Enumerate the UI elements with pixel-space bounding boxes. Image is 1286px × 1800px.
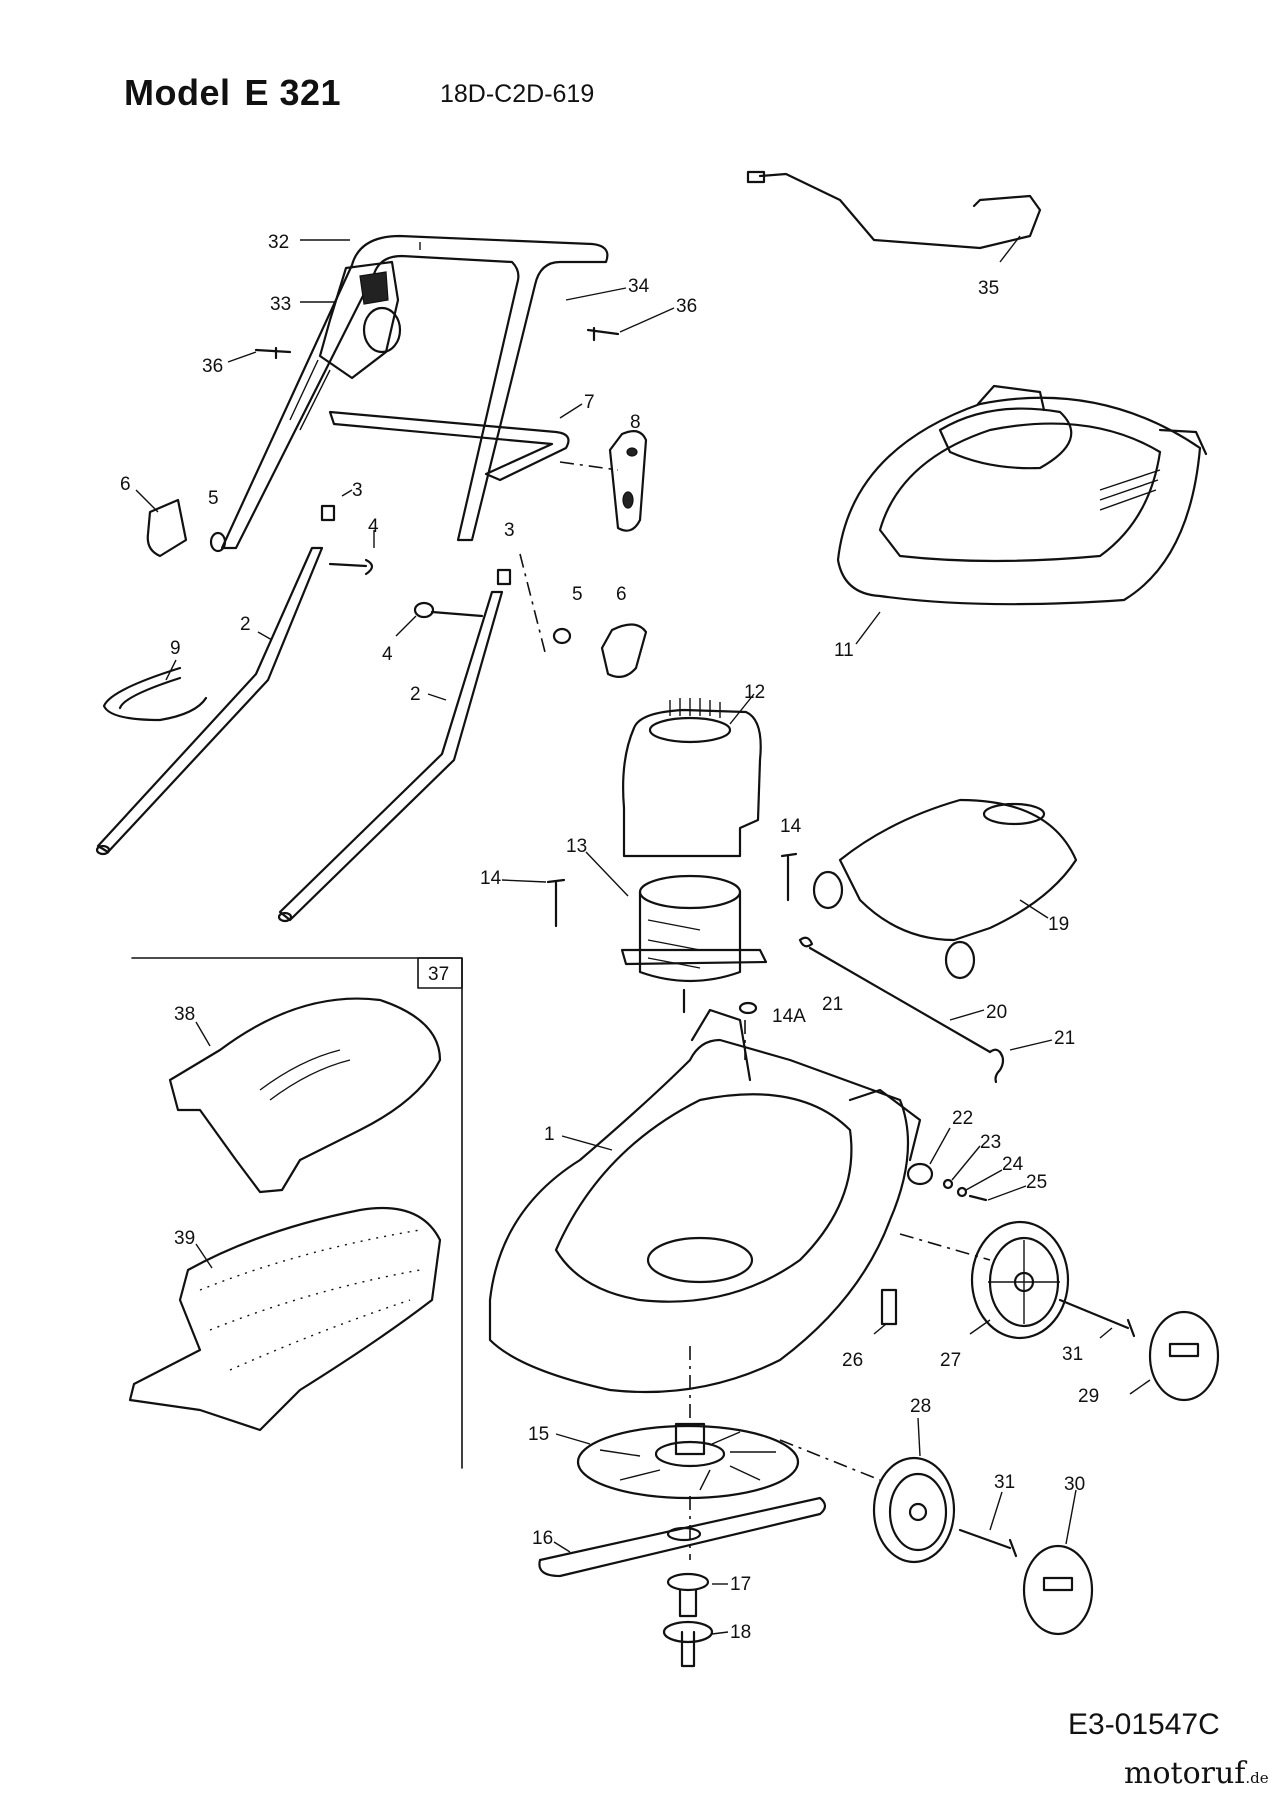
cable-35 [746,170,1042,250]
rear-wheel-27 [970,1220,1070,1340]
callout-6-left: 6 [120,474,131,495]
callout-35: 35 [978,278,999,299]
rear-flap-19 [812,798,1078,980]
rear-axle-20 [798,936,1005,1084]
callout-22: 22 [952,1108,973,1129]
callout-33: 33 [270,294,291,315]
callout-28: 28 [910,1396,931,1417]
mower-deck-1 [488,1008,922,1394]
callout-9: 9 [170,638,181,659]
brand-logo[interactable]: motoruf.de [1124,1756,1269,1791]
callout-12: 12 [744,682,765,703]
catcher-bag-39 [128,1206,442,1432]
callout-37: 37 [428,964,449,985]
assembly-center-lines [519,461,991,1560]
callout-13: 13 [566,836,587,857]
callout-16: 16 [532,1528,553,1549]
fasteners-22-26 [880,1162,988,1326]
callout-1: 1 [544,1124,555,1145]
callout-19: 19 [1048,914,1069,935]
callout-38: 38 [174,1004,195,1025]
upper-handle-32 [220,234,609,550]
callout-2-lower: 2 [410,684,421,705]
axle-bolts-31 [958,1298,1136,1558]
blade-16 [538,1496,827,1578]
diagram-id: E3-01547C [1068,1708,1220,1741]
brand-name: motoruf [1124,1756,1246,1791]
callout-5-left: 5 [208,488,219,509]
callout-3-left: 3 [352,480,363,501]
callout-36-left: 36 [202,356,223,377]
callout-34: 34 [628,276,650,297]
catcher-top-38 [168,997,442,1194]
callout-labels: 32 33 34 36 36 35 7 8 6 5 3 4 3 5 6 4 [120,232,1151,1643]
callout-39: 39 [174,1228,195,1249]
motor-cover-12 [622,698,762,858]
callout-14-left: 14 [480,868,502,889]
callout-30: 30 [1064,1474,1085,1495]
lower-handle-right-2 [277,590,504,923]
callout-5-right: 5 [572,584,583,605]
hubcap-30 [1022,1544,1094,1636]
callout-21-upper: 21 [822,994,843,1015]
model-title: Model E 321 [124,72,341,114]
cord-hook-8 [608,429,648,532]
fan-15 [576,1422,800,1500]
model-word: Model [124,72,231,113]
switch-box-33 [289,260,402,431]
front-wheel-28 [872,1456,956,1564]
callout-31-lower: 31 [994,1472,1015,1493]
callout-26: 26 [842,1350,863,1371]
callout-36-right: 36 [676,296,697,317]
callout-29: 29 [1078,1386,1099,1407]
callout-21-lower: 21 [1054,1028,1075,1049]
motor-hood-11 [836,384,1208,606]
knobs-and-bolts [146,326,648,679]
callout-3-right: 3 [504,520,515,541]
callout-32: 32 [268,232,289,253]
callout-20: 20 [986,1002,1007,1023]
model-code: 18D-C2D-619 [440,80,595,108]
callout-4-right: 4 [368,516,379,537]
callout-15: 15 [528,1424,549,1445]
cable-clip-9 [102,666,208,722]
callout-14-right: 14 [780,816,802,837]
callout-2-upper: 2 [240,614,251,635]
brand-tld: .de [1245,1769,1269,1787]
callout-11: 11 [834,640,854,661]
washer-bolt-17-18 [662,1572,714,1668]
callout-7: 7 [584,392,595,413]
callout-14a: 14A [772,1006,806,1027]
callout-6-right: 6 [616,584,627,605]
callout-25: 25 [1026,1172,1047,1193]
callout-4-left: 4 [382,644,393,665]
callout-17: 17 [730,1574,751,1595]
model-number: E 321 [244,72,342,113]
screws-14 [546,852,798,1015]
hubcap-29 [1148,1310,1220,1402]
lower-handle-left-2 [95,546,324,856]
callout-27: 27 [940,1350,961,1371]
callout-24: 24 [1002,1154,1024,1175]
callout-23: 23 [980,1132,1001,1153]
callout-8: 8 [630,412,641,433]
cross-bar-7 [328,410,570,482]
motor-13 [620,874,768,1014]
callout-31-upper: 31 [1062,1344,1083,1365]
callout-18: 18 [730,1622,751,1643]
grass-catcher-box-37 [131,957,463,1469]
